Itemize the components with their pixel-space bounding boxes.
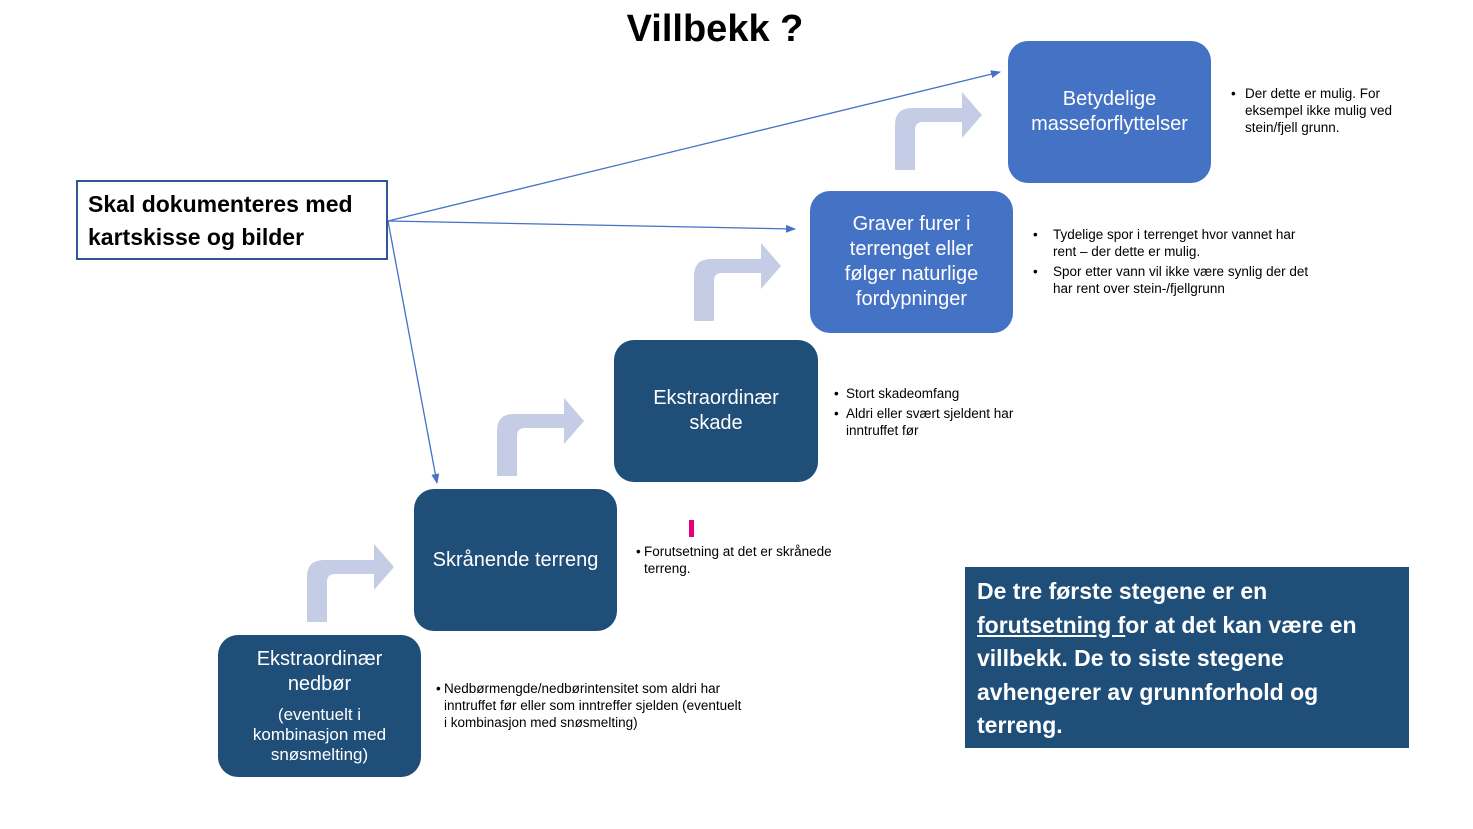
step-5-significant-mass-movement: Betydelige masseforflyttelser <box>1008 41 1211 183</box>
turn-arrow-2 <box>497 398 584 476</box>
step-1-sublabel: (eventuelt i kombinasjon med snøsmelting… <box>252 705 387 764</box>
step-3-note-1: Stort skadeomfang <box>834 385 1039 402</box>
connector-arrow-to-step5 <box>387 70 1001 222</box>
step-1-extraordinary-precipitation: Ekstraordinær nedbør (eventuelt i kombin… <box>218 635 421 777</box>
step-4-erosion-furrows: Graver furer i terrenget eller følger na… <box>810 191 1013 333</box>
documentation-requirement-box: Skal dokumenteres med kartskisse og bild… <box>76 180 388 260</box>
step-5-notes: Der dette er mulig. For eksempel ikke mu… <box>1231 85 1416 139</box>
step-1-notes: Nedbørmengde/nedbørintensitet som aldri … <box>436 680 746 734</box>
step-1-label-line-2: nedbør <box>287 673 352 695</box>
step-4-note-1: Tydelige spor i terrenget hvor vannet ha… <box>1031 226 1321 260</box>
step-4-note-2: Spor etter vann vil ikke være synlig der… <box>1031 263 1321 297</box>
step-4-notes: Tydelige spor i terrenget hvor vannet ha… <box>1031 226 1321 300</box>
summary-text-underlined: forutsetning f <box>977 611 1126 638</box>
step-3-label-line-2: skade <box>689 412 743 434</box>
step-5-note-1: Der dette er mulig. For eksempel ikke mu… <box>1231 85 1416 136</box>
step-5-label: Betydelige masseforflyttelser <box>1031 88 1188 135</box>
summary-box: De tre første stegene er en forutsetning… <box>965 567 1409 748</box>
step-2-note-1: Forutsetning at det er skrånede terreng. <box>636 543 866 577</box>
step-1-note-1: Nedbørmengde/nedbørintensitet som aldri … <box>436 680 746 731</box>
step-1-label-line-1: Ekstraordinær <box>256 648 383 670</box>
step-4-label: Graver furer i terrenget eller følger na… <box>844 213 979 310</box>
step-3-extraordinary-damage: Ekstraordinær skade <box>614 340 818 482</box>
summary-text-part-2: or at det kan være en villbekk. De to si… <box>977 611 1357 739</box>
step-3-note-2: Aldri eller svært sjeldent har inntruffe… <box>834 405 1039 439</box>
step-2-notes: Forutsetning at det er skrånede terreng. <box>636 543 866 580</box>
turn-arrow-4 <box>895 92 982 170</box>
connector-arrow-to-step4 <box>387 220 796 233</box>
connector-arrow-to-step2 <box>387 220 440 484</box>
text-cursor-marker <box>689 520 694 537</box>
turn-arrow-3 <box>694 243 781 321</box>
summary-text-part-1: De tre første stegene er en <box>977 578 1268 604</box>
step-3-notes: Stort skadeomfang Aldri eller svært sjel… <box>834 385 1039 442</box>
step-3-label-line-1: Ekstraordinær <box>653 387 779 409</box>
documentation-line-1: Skal dokumenteres med <box>88 191 353 217</box>
page-title: Villbekk ? <box>626 8 804 50</box>
documentation-line-2: kartskisse og bilder <box>88 224 305 250</box>
turn-arrow-1 <box>307 544 394 622</box>
step-2-label: Skrånende terreng <box>432 548 599 571</box>
step-2-sloping-terrain: Skrånende terreng <box>414 489 617 631</box>
